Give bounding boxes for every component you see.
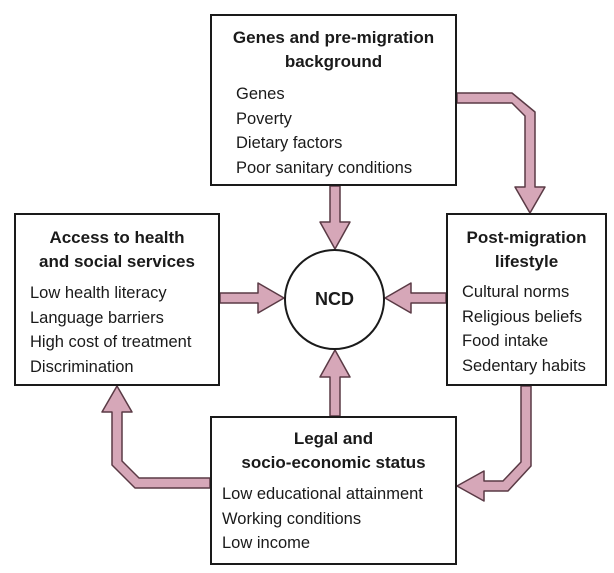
post-migration-lifestyle-title: Post-migration lifestyle <box>448 226 605 274</box>
access-services-box: Access to health and social services Low… <box>14 213 220 386</box>
arrow-genes-to-ncd <box>319 185 351 250</box>
legal-socioeconomic-item: Low educational attainment <box>222 485 423 503</box>
access-services-item: High cost of treatment <box>30 333 192 351</box>
genes-background-item: Dietary factors <box>236 134 343 152</box>
post-migration-lifestyle-item: Sedentary habits <box>462 356 586 375</box>
legal-socioeconomic-item: Working conditions <box>222 509 362 528</box>
legal-socioeconomic-title-line2: socio-economic status <box>241 453 426 472</box>
post-migration-lifestyle-title-line2: lifestyle <box>494 252 559 271</box>
ncd-circle: NCD <box>284 249 385 350</box>
legal-socioeconomic-title-line1: Legal and <box>293 429 374 448</box>
access-services-title-line1: Access to health <box>49 228 185 247</box>
post-migration-lifestyle-title-line1: Post-migration <box>466 228 587 247</box>
genes-background-title-line1: Genes and pre-migration <box>232 28 435 47</box>
legal-socioeconomic-item: Low income <box>222 534 311 552</box>
genes-background-title-line2: background <box>284 52 383 71</box>
ncd-label: NCD <box>315 289 354 309</box>
post-migration-lifestyle-list: Cultural norms Religious beliefs Food in… <box>448 280 605 378</box>
arrow-genes-to-lifestyle <box>456 92 546 214</box>
arrow-access-to-ncd <box>219 282 285 314</box>
arrow-legal-to-access <box>101 385 211 489</box>
post-migration-lifestyle-item: Religious beliefs <box>462 307 583 326</box>
access-services-list: Low health literacy Language barriers Hi… <box>16 281 218 379</box>
access-services-item: Discrimination <box>30 357 134 376</box>
post-migration-lifestyle-item: Food intake <box>462 332 549 350</box>
arrow-lifestyle-to-legal <box>456 385 532 502</box>
genes-background-title: Genes and pre-migration background <box>212 26 455 74</box>
post-migration-lifestyle-item: Cultural norms <box>462 283 570 301</box>
legal-socioeconomic-box: Legal and socio-economic status Low educ… <box>210 416 457 565</box>
access-services-title-line2: and social services <box>39 252 195 271</box>
genes-background-box: Genes and pre-migration background Genes… <box>210 14 457 186</box>
post-migration-lifestyle-box: Post-migration lifestyle Cultural norms … <box>446 213 607 386</box>
access-services-item: Low health literacy <box>30 284 167 302</box>
legal-socioeconomic-title: Legal and socio-economic status <box>212 427 455 475</box>
legal-socioeconomic-list: Low educational attainment Working condi… <box>212 482 455 556</box>
access-services-item: Language barriers <box>30 308 164 327</box>
access-services-title: Access to health and social services <box>16 226 218 274</box>
arrow-legal-to-ncd <box>319 349 351 417</box>
arrow-lifestyle-to-ncd <box>384 282 447 314</box>
genes-background-list: Genes Poverty Dietary factors Poor sanit… <box>212 82 455 180</box>
genes-background-item: Poor sanitary conditions <box>236 158 413 177</box>
genes-background-item: Poverty <box>236 109 292 128</box>
genes-background-item: Genes <box>236 85 285 103</box>
